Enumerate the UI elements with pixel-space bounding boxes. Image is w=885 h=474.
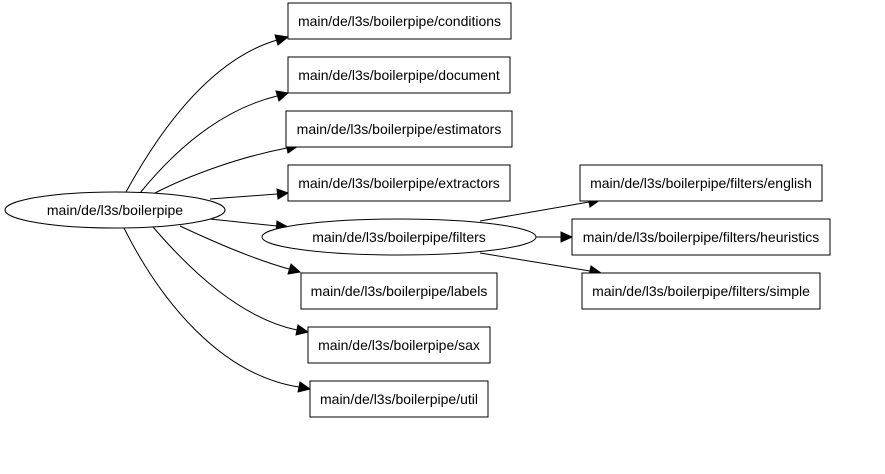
node-sax-label: main/de/l3s/boilerpipe/sax (318, 337, 480, 353)
edge-root-to-sax (152, 226, 310, 336)
node-sax[interactable]: main/de/l3s/boilerpipe/sax (307, 326, 491, 364)
node-filters-simple[interactable]: main/de/l3s/boilerpipe/filters/simple (581, 272, 821, 310)
edge-root-to-estimators (154, 142, 300, 194)
node-filters-english-label: main/de/l3s/boilerpipe/filters/english (590, 175, 812, 191)
node-filters-simple-label: main/de/l3s/boilerpipe/filters/simple (592, 283, 810, 299)
node-root-label: main/de/l3s/boilerpipe (47, 202, 183, 218)
node-util-label: main/de/l3s/boilerpipe/util (320, 391, 478, 407)
arrow-head-icon (287, 263, 302, 275)
node-estimators[interactable]: main/de/l3s/boilerpipe/estimators (285, 110, 513, 148)
node-conditions[interactable]: main/de/l3s/boilerpipe/conditions (287, 2, 512, 40)
edge-root-to-document (139, 90, 290, 194)
arrow-head-icon (560, 231, 574, 243)
edge-root-to-labels (179, 225, 302, 275)
node-filters-heuristics[interactable]: main/de/l3s/boilerpipe/filters/heuristic… (571, 218, 831, 256)
node-extractors[interactable]: main/de/l3s/boilerpipe/extractors (287, 164, 511, 202)
node-util[interactable]: main/de/l3s/boilerpipe/util (309, 380, 489, 418)
node-root[interactable]: main/de/l3s/boilerpipe (4, 191, 226, 229)
node-filters-label: main/de/l3s/boilerpipe/filters (312, 229, 486, 245)
arrow-head-icon (295, 324, 310, 336)
node-document[interactable]: main/de/l3s/boilerpipe/document (287, 56, 511, 94)
arrow-head-icon (275, 90, 290, 102)
edge-root-to-util (123, 227, 312, 393)
node-estimators-label: main/de/l3s/boilerpipe/estimators (297, 121, 502, 137)
node-filters-heuristics-label: main/de/l3s/boilerpipe/filters/heuristic… (583, 229, 820, 245)
arrow-head-icon (274, 34, 290, 46)
edge-root-to-extractors (209, 188, 290, 200)
node-extractors-label: main/de/l3s/boilerpipe/extractors (298, 175, 500, 191)
edge-root-to-conditions (125, 34, 290, 193)
node-labels-label: main/de/l3s/boilerpipe/labels (311, 283, 488, 299)
node-labels[interactable]: main/de/l3s/boilerpipe/labels (300, 272, 498, 310)
arrow-head-icon (297, 381, 312, 393)
node-filters-english[interactable]: main/de/l3s/boilerpipe/filters/english (579, 164, 823, 202)
node-document-label: main/de/l3s/boilerpipe/document (298, 67, 500, 83)
node-conditions-label: main/de/l3s/boilerpipe/conditions (298, 13, 501, 29)
edge-filters-to-heuristics (536, 231, 574, 243)
arrow-head-icon (276, 188, 290, 200)
node-filters[interactable]: main/de/l3s/boilerpipe/filters (261, 218, 537, 256)
